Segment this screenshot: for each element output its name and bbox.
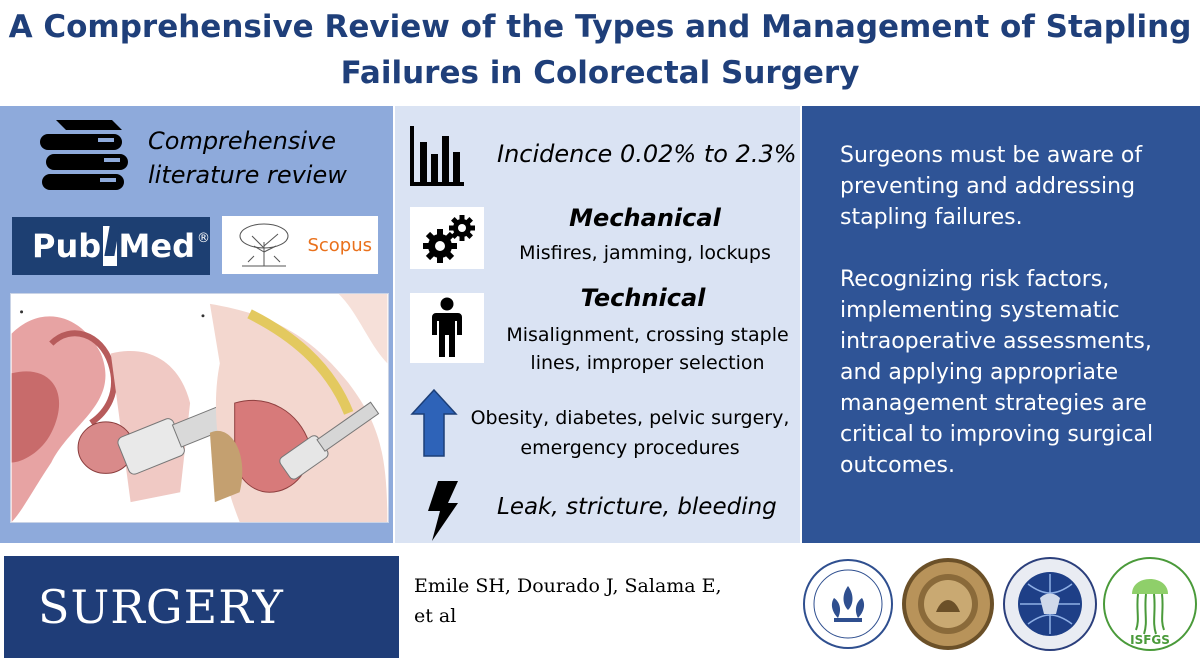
- pubmed-logo: Pub Med ®: [12, 217, 210, 275]
- right-panel: [802, 106, 1200, 543]
- conclusion-text: Surgeons must be aware of preventing and…: [840, 140, 1180, 512]
- review-label: Comprehensive literature review: [148, 124, 388, 192]
- pubmed-mark-icon: [103, 226, 117, 266]
- endocrine-surgeons-seal-icon: [1003, 557, 1097, 651]
- technical-line-2: lines, improper selection: [530, 352, 765, 374]
- pubmed-registered: ®: [197, 230, 210, 246]
- technical-line-1: Misalignment, crossing staple: [506, 324, 789, 346]
- mechanical-title: Mechanical: [569, 204, 721, 232]
- journal-logo: SURGERY: [4, 556, 399, 658]
- journal-name: SURGERY: [38, 580, 284, 634]
- outcome-text: Leak, stricture, bleeding: [497, 494, 777, 520]
- bar-chart-icon: [410, 126, 464, 186]
- elsevier-tree-icon: [239, 223, 289, 267]
- authors-line-1: Emile SH, Dourado J, Salama E,: [414, 575, 722, 597]
- authors-line-2: et al: [414, 605, 457, 627]
- title-line-1: A Comprehensive Review of the Types and …: [8, 9, 1192, 45]
- review-line-1: Comprehensive: [148, 127, 337, 155]
- books-icon: [40, 120, 128, 190]
- up-arrow-icon: [410, 388, 458, 457]
- isfgs-seal-icon: ISFGS: [1103, 557, 1197, 651]
- scopus-label: Scopus: [307, 234, 372, 256]
- conclusion-paragraph-1: Surgeons must be aware of preventing and…: [840, 143, 1143, 230]
- central-surgical-seal-icon: [902, 558, 994, 650]
- review-line-2: literature review: [148, 161, 347, 189]
- pubmed-part-2: Med: [118, 227, 195, 265]
- society-seals: ISFGS: [803, 557, 1197, 651]
- gears-icon: [423, 215, 475, 263]
- isfgs-label: ISFGS: [1130, 633, 1170, 647]
- society-seal-icon: [803, 559, 893, 649]
- technical-title: Technical: [580, 284, 706, 312]
- risk-line-2: emergency procedures: [520, 437, 740, 459]
- incidence-text: Incidence 0.02% to 2.3%: [497, 140, 797, 168]
- mechanical-text: Misfires, jamming, lockups: [519, 242, 771, 264]
- anatomy-illustration: [10, 293, 389, 523]
- pubmed-part-1: Pub: [32, 227, 102, 265]
- page-title: A Comprehensive Review of the Types and …: [0, 0, 1200, 104]
- technical-text: Misalignment, crossing staple lines, imp…: [495, 321, 800, 377]
- person-icon: [432, 297, 462, 357]
- lightning-icon: [428, 481, 458, 541]
- risk-line-1: Obesity, diabetes, pelvic surgery,: [470, 407, 790, 429]
- authors: Emile SH, Dourado J, Salama E, et al: [414, 571, 774, 631]
- scopus-logo: Scopus: [222, 216, 378, 274]
- risk-factors-text: Obesity, diabetes, pelvic surgery, emerg…: [460, 403, 800, 463]
- conclusion-paragraph-2: Recognizing risk factors, implementing s…: [840, 267, 1154, 478]
- title-line-2: Failures in Colorectal Surgery: [340, 55, 860, 91]
